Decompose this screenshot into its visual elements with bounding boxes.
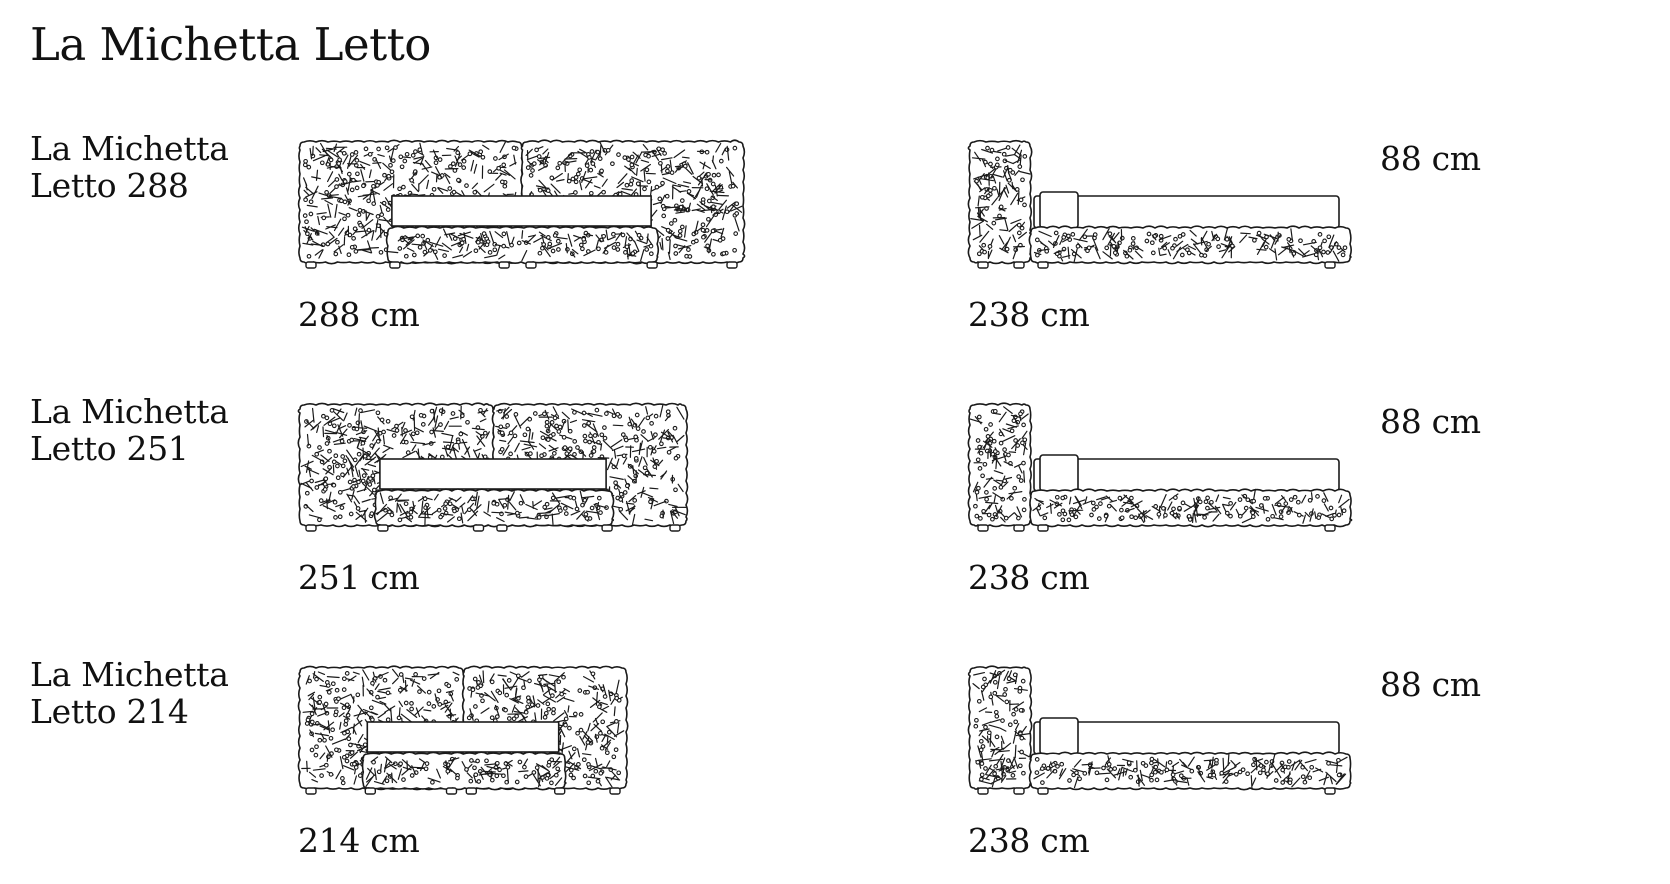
row-label-line2: Letto 251 (30, 429, 189, 468)
side-depth-dimension: 238 cm (968, 821, 1090, 860)
row-label-line2: Letto 214 (30, 692, 189, 731)
side-view-drawing-251 (967, 402, 1353, 532)
front-view-drawing-214 (297, 665, 629, 795)
row-label-line1: La Michetta (30, 655, 229, 694)
height-dimension: 88 cm (1380, 402, 1481, 441)
side-view-drawing-288 (967, 139, 1352, 269)
height-dimension: 88 cm (1380, 665, 1481, 704)
side-depth-dimension: 238 cm (968, 295, 1090, 334)
side-view-drawing-214 (967, 665, 1352, 795)
row-label-letto-288: La Michetta Letto 288 (30, 130, 260, 204)
front-view-drawing-251 (297, 402, 689, 532)
front-width-dimension: 288 cm (298, 295, 420, 334)
row-label-line2: Letto 288 (30, 166, 189, 205)
row-label-letto-214: La Michetta Letto 214 (30, 656, 260, 730)
row-label-line1: La Michetta (30, 392, 229, 431)
front-width-dimension: 214 cm (298, 821, 420, 860)
page-title: La Michetta Letto (30, 18, 431, 71)
row-label-letto-251: La Michetta Letto 251 (30, 393, 260, 467)
height-dimension: 88 cm (1380, 139, 1481, 178)
side-depth-dimension: 238 cm (968, 558, 1090, 597)
front-width-dimension: 251 cm (298, 558, 420, 597)
front-view-drawing-288 (297, 139, 746, 269)
row-label-line1: La Michetta (30, 129, 229, 168)
